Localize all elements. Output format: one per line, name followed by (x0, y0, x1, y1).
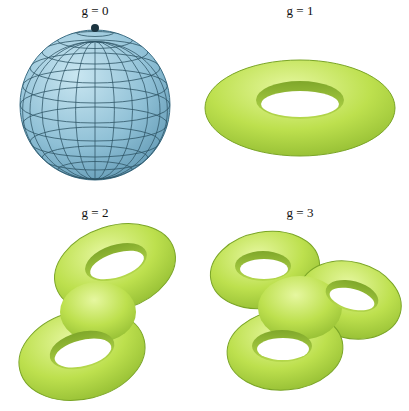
genus-label: g = 1 (287, 3, 314, 19)
double-torus (9, 209, 187, 411)
genus-label: g = 0 (82, 3, 109, 19)
sphere (20, 24, 170, 180)
genus-label: g = 2 (82, 205, 109, 221)
genus-label: g = 3 (287, 205, 314, 221)
torus (205, 60, 395, 156)
triple-torus (204, 223, 409, 395)
